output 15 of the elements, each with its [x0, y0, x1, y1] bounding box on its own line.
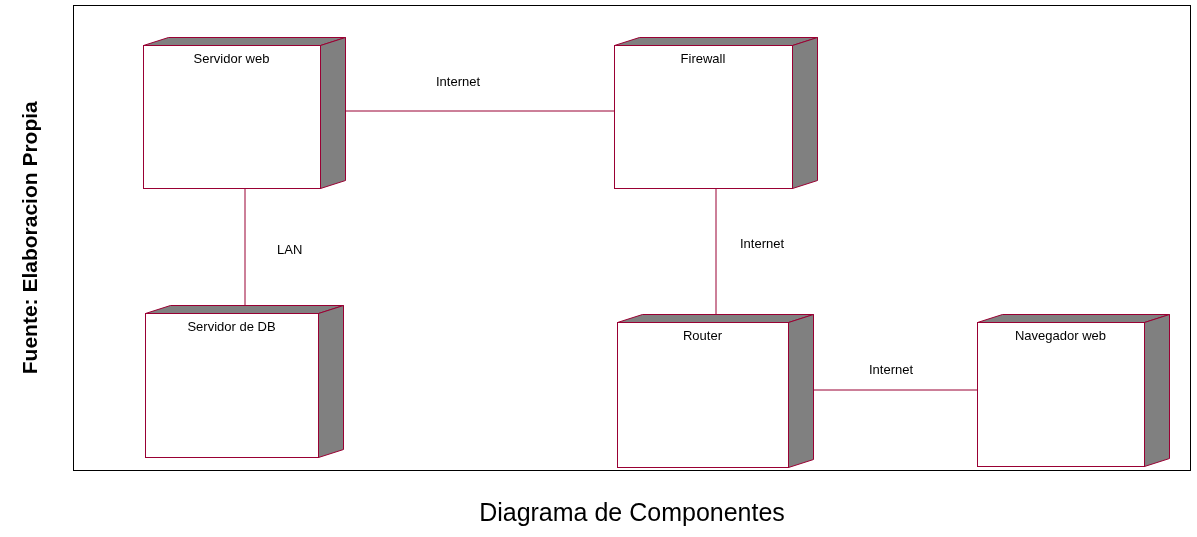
connector-line — [715, 187, 717, 315]
node-label: Servidor web — [193, 50, 270, 68]
caption: Diagrama de Componentes — [478, 497, 786, 528]
edge-label: Internet — [869, 361, 914, 379]
edge-label: LAN — [277, 241, 303, 259]
node-label: Router — [683, 327, 722, 345]
connector-line — [344, 110, 615, 112]
connector-line — [244, 187, 246, 306]
node-label: Navegador web — [1014, 327, 1107, 345]
edge-label: Internet — [436, 73, 481, 91]
edge-label: Internet — [740, 235, 785, 253]
source-note: Fuente: Elaboracion Propia — [17, 101, 43, 375]
node-label: Servidor de DB — [187, 318, 276, 336]
connector-line — [812, 389, 978, 391]
node-label: Firewall — [680, 50, 726, 68]
